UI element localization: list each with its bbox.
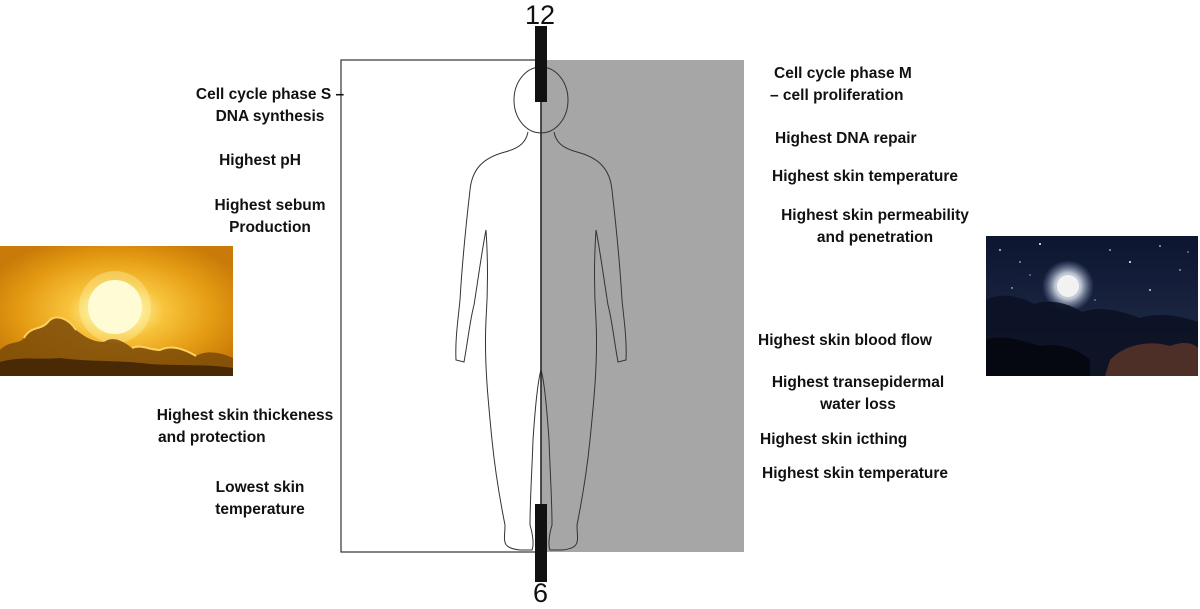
day-label-highest-ph: Highest pH	[200, 150, 320, 172]
night-label-permeability: Highest skin permeability and penetratio…	[770, 205, 980, 249]
day-label-cell-cycle-s: Cell cycle phase S – DNA synthesis	[180, 84, 360, 128]
day-label-lowest-temp: Lowest skin temperature	[195, 477, 325, 521]
label-line: Highest skin icthing	[760, 431, 908, 448]
bottom-clock-bar	[535, 504, 547, 582]
label-line: – cell proliferation	[770, 87, 904, 104]
label-line: Highest skin temperature	[762, 465, 949, 482]
label-line: Highest transepidermal	[771, 374, 945, 391]
label-line: and penetration	[816, 229, 934, 246]
top-clock-bar	[535, 26, 547, 102]
day-label-skin-thickness: Highest skin thickeness and protection	[150, 405, 340, 449]
clock-6-label: 6	[533, 578, 549, 608]
night-label-dna-repair: Highest DNA repair	[775, 128, 945, 150]
night-label-blood-flow: Highest skin blood flow	[758, 330, 958, 352]
sun-image	[0, 246, 233, 376]
night-label-cell-cycle-m: Cell cycle phase M – cell proliferation	[770, 63, 920, 107]
day-panel	[340, 59, 542, 553]
night-label-tewl: Highest transepidermal water loss	[758, 372, 958, 416]
night-label-skin-temp-2: Highest skin temperature	[762, 463, 972, 485]
night-label-skin-temp-1: Highest skin temperature	[772, 166, 982, 188]
moon-night-image	[986, 236, 1198, 376]
label-line: Cell cycle phase S –	[195, 86, 345, 103]
label-line: Cell cycle phase M	[774, 65, 912, 82]
night-panel	[541, 60, 744, 552]
label-line: Highest skin temperature	[772, 168, 959, 185]
label-line: Highest skin blood flow	[758, 332, 932, 349]
day-label-highest-sebum: Highest sebum Production	[195, 195, 345, 239]
label-line: Production	[229, 219, 311, 236]
night-label-itching: Highest skin icthing	[760, 429, 940, 451]
label-line: Highest skin thickeness	[156, 407, 334, 424]
clock-12-label: 12	[525, 0, 556, 30]
label-line: Highest skin permeability	[781, 207, 969, 224]
label-line: temperature	[215, 501, 305, 518]
label-line: water loss	[820, 396, 896, 413]
label-line: Highest DNA repair	[775, 130, 917, 147]
label-line: and protection	[158, 429, 266, 446]
label-line: Highest pH	[219, 152, 301, 169]
label-line: Highest sebum	[214, 197, 326, 214]
label-line: Lowest skin	[215, 479, 305, 496]
label-line: DNA synthesis	[215, 108, 325, 125]
